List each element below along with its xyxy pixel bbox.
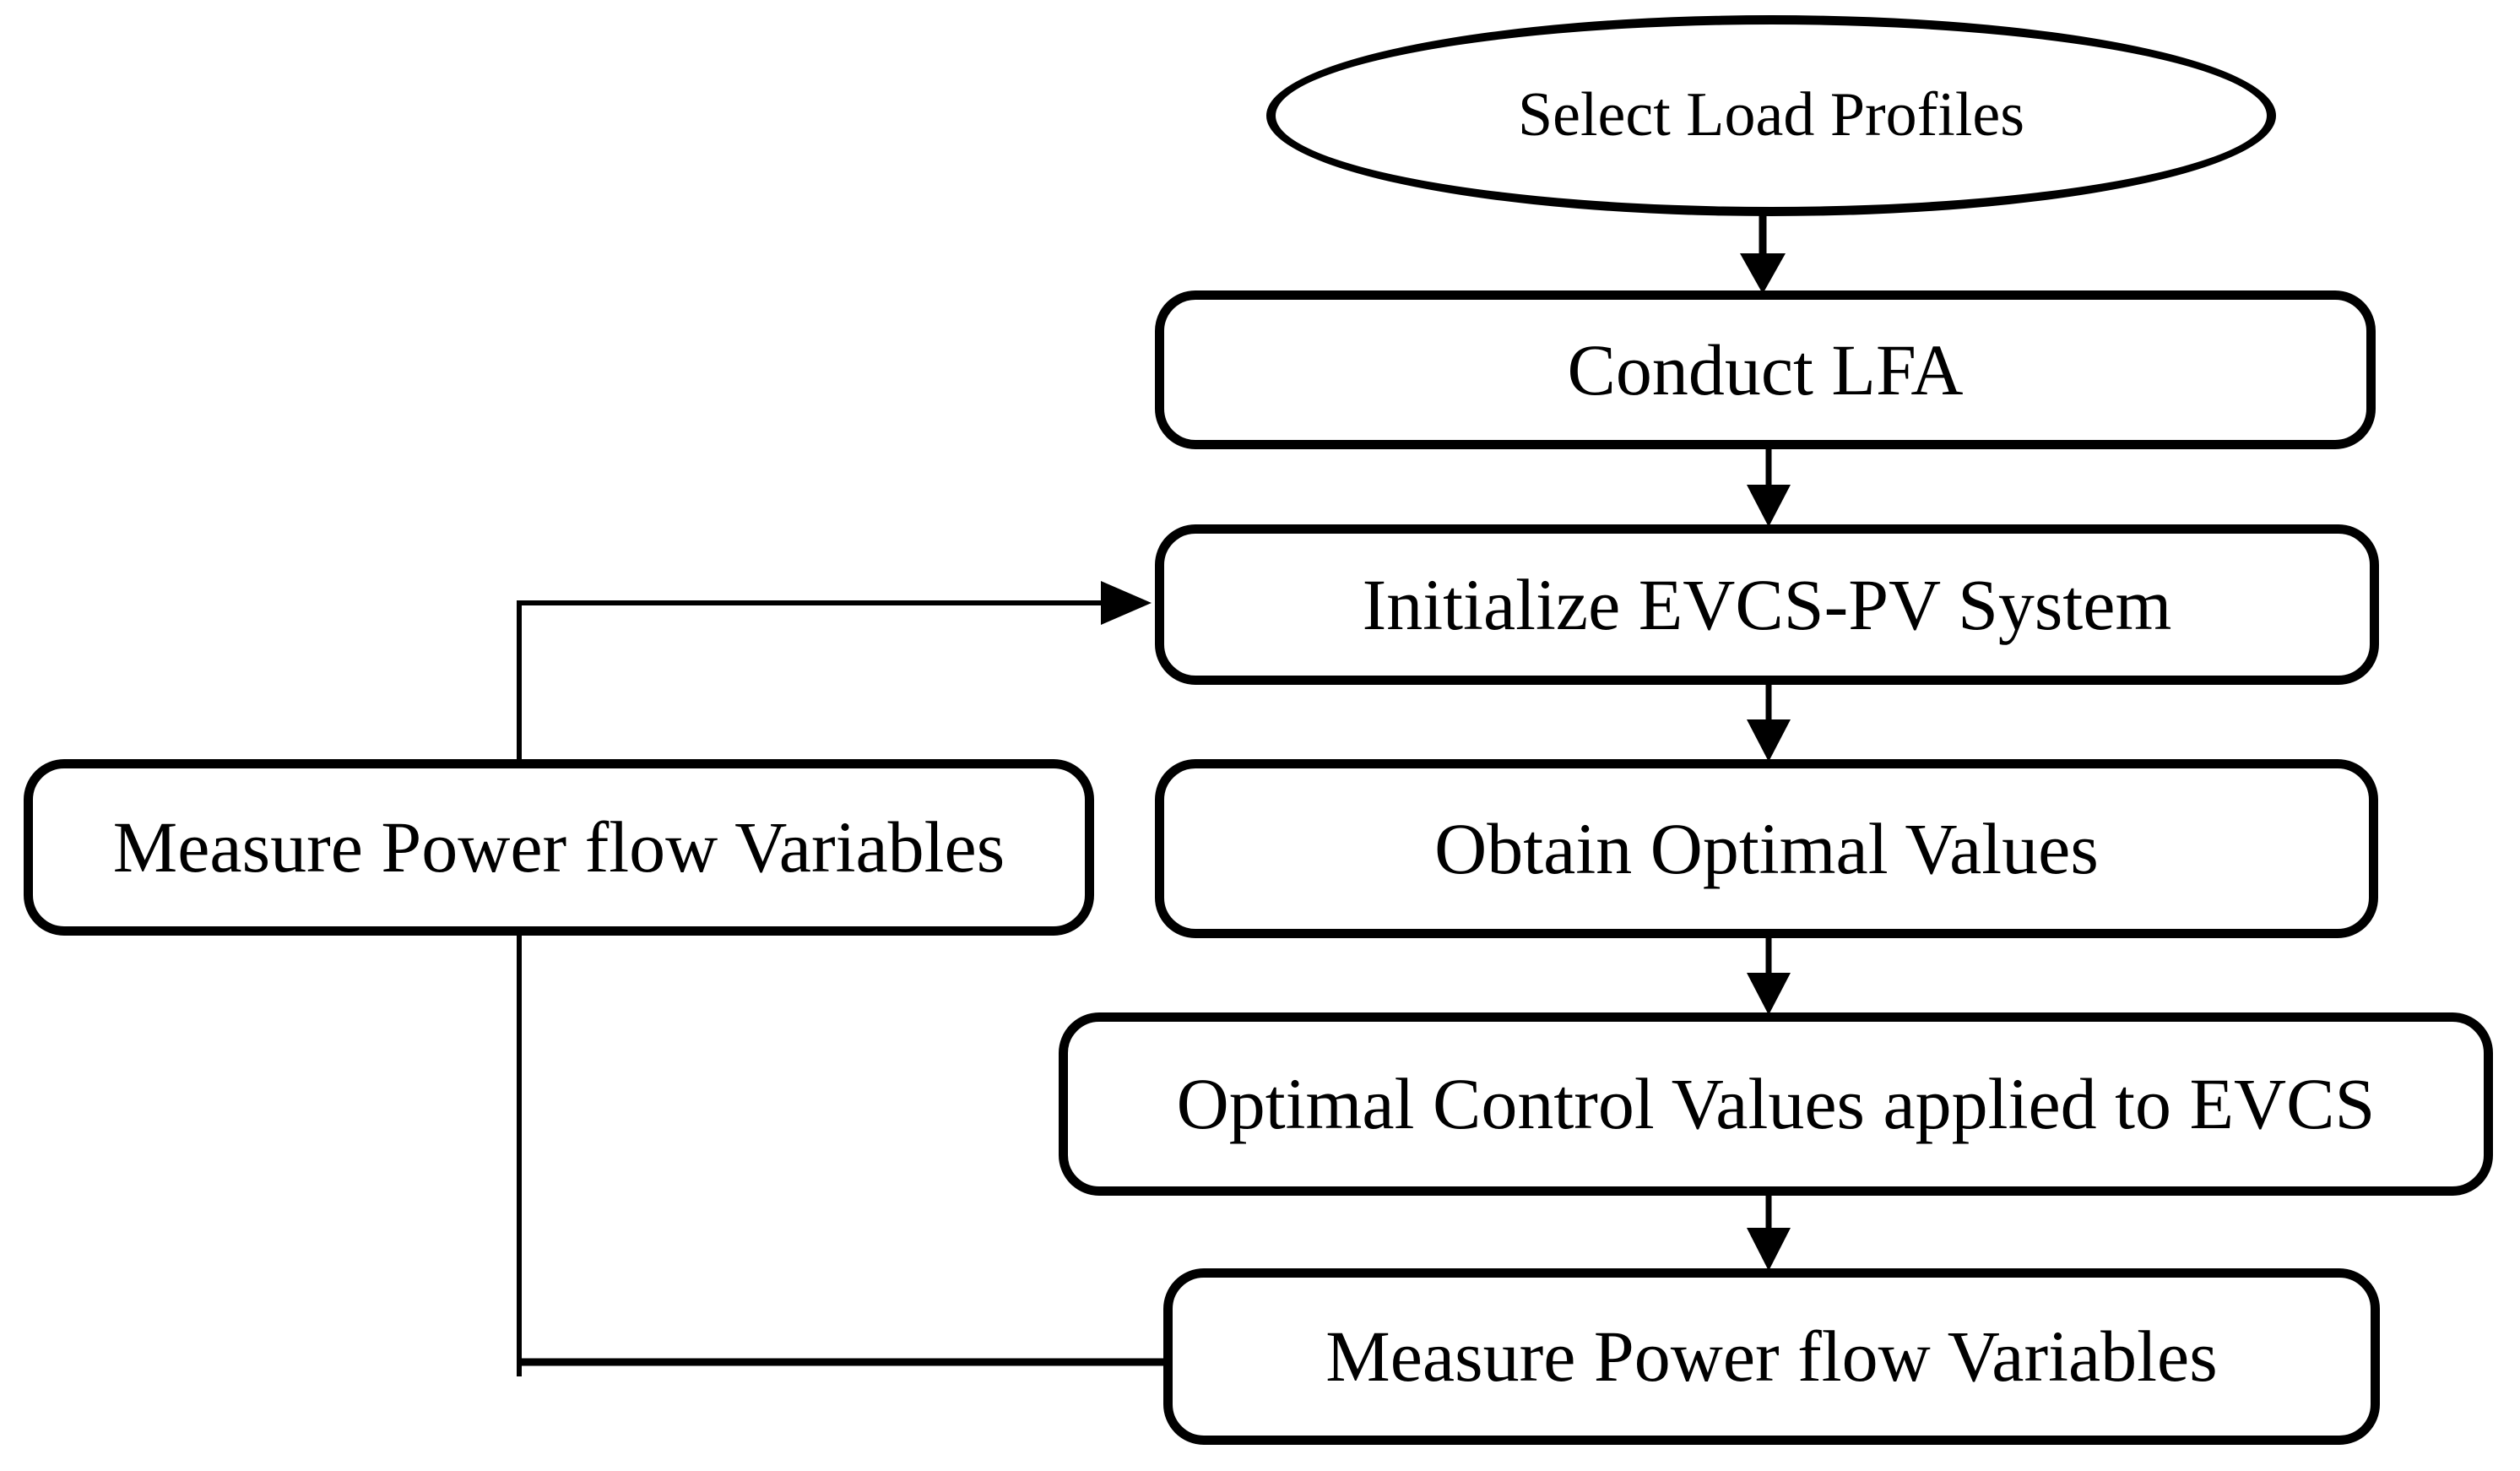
node-optimal-control-values-applied-to-evcs: Optimal Control Values applied to EVCS bbox=[1059, 1012, 2493, 1196]
node-initialize-evcs-pv-system: Initialize EVCS-PV System bbox=[1155, 524, 2379, 685]
node-label: Initialize EVCS-PV System bbox=[1362, 563, 2172, 645]
node-select-load-profiles: Select Load Profiles bbox=[1266, 15, 2276, 216]
node-label: Select Load Profiles bbox=[1517, 80, 2025, 150]
node-label: Optimal Control Values applied to EVCS bbox=[1176, 1063, 2376, 1145]
node-measure-power-flow-variables-bottom: Measure Power flow Variables bbox=[1163, 1268, 2380, 1445]
edge-feedback-measure-to-initialize bbox=[517, 581, 1167, 1376]
edge-initialize-evcs-pv-to-obtain-optimal-values bbox=[1747, 683, 1791, 762]
edge-obtain-optimal-values-to-optimal-control-applied bbox=[1747, 936, 1791, 1015]
edge-optimal-control-applied-to-measure-power-flow-bottom bbox=[1747, 1194, 1791, 1271]
node-label: Obtain Optimal Values bbox=[1434, 807, 2099, 889]
node-conduct-lfa: Conduct LFA bbox=[1155, 290, 2376, 449]
node-label: Conduct LFA bbox=[1567, 328, 1964, 410]
node-label: Measure Power flow Variables bbox=[112, 806, 1005, 888]
edge-conduct-lfa-to-initialize-evcs-pv bbox=[1747, 448, 1791, 527]
node-label: Measure Power flow Variables bbox=[1325, 1316, 2218, 1398]
node-obtain-optimal-values: Obtain Optimal Values bbox=[1155, 759, 2378, 938]
node-measure-power-flow-variables-left: Measure Power flow Variables bbox=[24, 759, 1094, 936]
edge-select-load-profiles-to-conduct-lfa bbox=[1740, 213, 1786, 294]
